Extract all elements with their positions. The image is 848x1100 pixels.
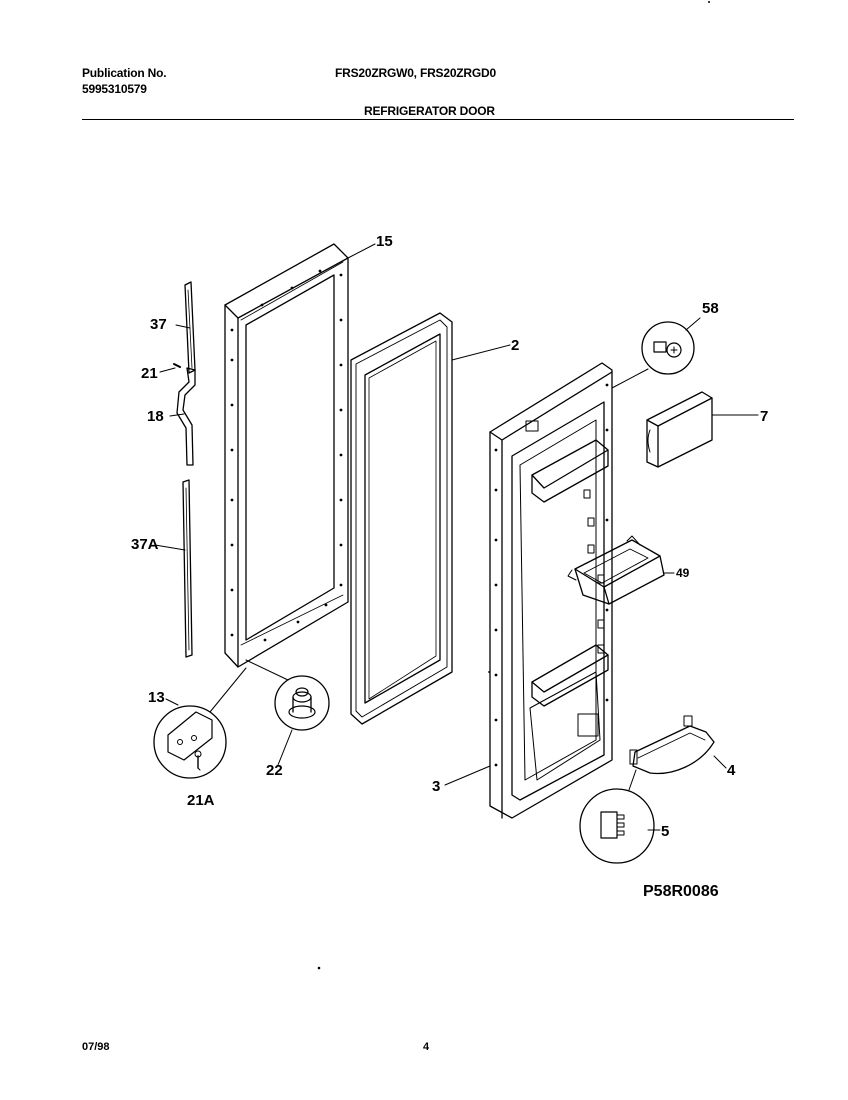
callout-37a: 37A <box>131 536 159 553</box>
callout-21: 21 <box>141 365 158 382</box>
bottom-bin-part <box>629 715 715 775</box>
callout-7: 7 <box>760 408 768 425</box>
leader-lines <box>154 243 759 831</box>
callout-18: 18 <box>147 408 164 425</box>
callout-49: 49 <box>676 566 690 580</box>
callout-2: 2 <box>511 337 519 354</box>
callout-37: 37 <box>150 316 167 333</box>
screw-58-detail <box>641 321 695 375</box>
callout-3: 3 <box>432 778 440 795</box>
footer-date: 07/98 <box>82 1041 110 1053</box>
hinge-13-detail <box>153 705 227 779</box>
model-numbers: FRS20ZRGW0, FRS20ZRGD0 <box>335 66 496 80</box>
door-frame-part <box>224 243 349 668</box>
callout-4: 4 <box>727 762 736 779</box>
callout-5: 5 <box>661 823 669 840</box>
callout-22: 22 <box>266 762 283 779</box>
publication-label: Publication No. <box>82 66 167 80</box>
header-rule <box>82 119 794 120</box>
scan-specks <box>317 1 710 970</box>
callout-13: 13 <box>148 689 165 706</box>
clip-5-detail <box>579 788 655 864</box>
callout-21a: 21A <box>187 792 215 809</box>
door-liner-part <box>489 362 613 819</box>
callout-15: 15 <box>376 233 393 250</box>
footer-page-number: 4 <box>423 1041 430 1053</box>
callout-58: 58 <box>702 300 719 317</box>
dairy-cover-part <box>646 391 713 468</box>
hinge-cover-lower-part <box>182 479 193 658</box>
screw-21-part <box>173 363 181 368</box>
bushing-22-detail <box>274 675 330 731</box>
door-gasket-part <box>350 312 453 725</box>
publication-number: 5995310579 <box>82 82 147 96</box>
handle-bracket-part <box>176 367 196 466</box>
door-bin-part <box>567 535 665 605</box>
section-title: REFRIGERATOR DOOR <box>364 104 495 118</box>
drawing-code: P58R0086 <box>643 883 719 900</box>
